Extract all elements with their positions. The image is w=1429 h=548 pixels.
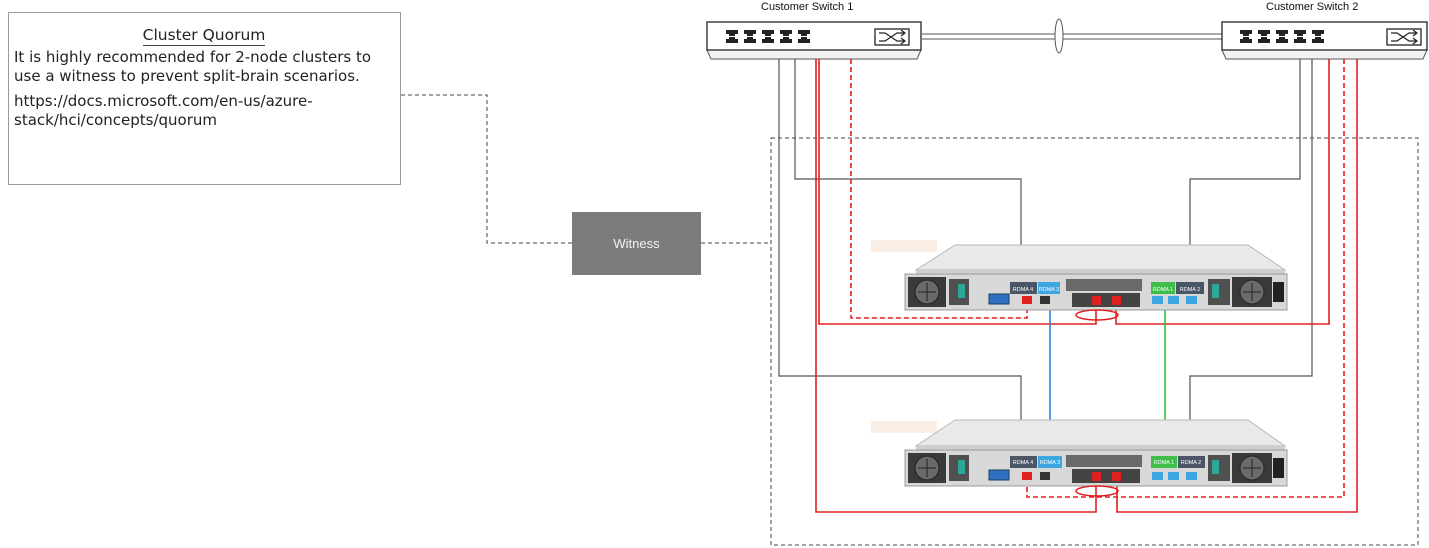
- node-2-rdma2-label: RDMA 2: [1181, 460, 1201, 466]
- node-2-rdma3-label: RDMA 3: [1040, 460, 1060, 466]
- server-node-1: RDMA 4 RDMA 3 RDMA 1 RDMA 2: [871, 240, 1288, 321]
- customer-switch-1: [706, 21, 922, 60]
- node-1-rdma4-label: RDMA 4: [1013, 287, 1033, 293]
- server-node-2: RDMA 4 RDMA 3 RDMA 1 RDMA 2: [871, 419, 1288, 497]
- storage-links-solid: [815, 59, 1358, 513]
- node-1-rdma3-label: RDMA 3: [1039, 287, 1059, 293]
- cluster-quorum-note: Cluster Quorum It is highly recommended …: [8, 12, 401, 185]
- quorum-docs-link[interactable]: https://docs.microsoft.com/en-us/azure-s…: [14, 92, 313, 129]
- node-1-rdma2-label: RDMA 2: [1180, 287, 1200, 293]
- customer-switch-2-label: Customer Switch 2: [1266, 1, 1359, 13]
- witness-node: Witness: [572, 212, 701, 275]
- switch-interconnect: [922, 18, 1222, 54]
- customer-switch-1-label: Customer Switch 1: [761, 1, 854, 13]
- customer-switch-2: [1221, 21, 1428, 60]
- node-2-rdma1-label: RDMA 1: [1154, 460, 1174, 466]
- quorum-note-title: Cluster Quorum: [142, 26, 266, 46]
- management-links: [778, 59, 1313, 458]
- node-2-rdma4-label: RDMA 4: [1013, 460, 1033, 466]
- quorum-note-text: It is highly recommended for 2-node clus…: [14, 48, 372, 85]
- node-1-rdma1-label: RDMA 1: [1153, 287, 1173, 293]
- witness-label: Witness: [613, 236, 660, 251]
- quorum-witness-connector: [401, 94, 572, 244]
- cluster-boundary: [770, 137, 1419, 546]
